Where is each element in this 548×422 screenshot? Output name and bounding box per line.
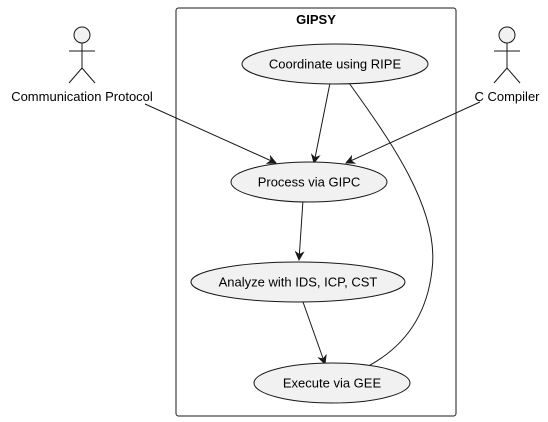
use-case-ellipse[interactable] [241, 43, 429, 85]
use-case-label-process: Process via GIPC [258, 175, 361, 190]
edge-coordinate-to-process [310, 82, 331, 164]
actor-label-communication-protocol: Communication Protocol [11, 89, 153, 104]
use-case-label-analyze: Analyze with IDS, ICP, CST [219, 275, 378, 290]
edge-communication-to-process [144, 103, 277, 164]
stick-figure-icon [68, 26, 96, 84]
edge-coordinate-to-execute [348, 82, 434, 373]
use-case-coordinate[interactable]: Coordinate using RIPE [241, 43, 429, 85]
edge-analyze-to-execute [302, 301, 327, 365]
use-case-label-execute: Execute via GEE [283, 376, 382, 391]
actor-c-compiler: C Compiler [474, 26, 540, 104]
actor-communication-protocol: Communication Protocol [11, 26, 153, 104]
use-case-label-coordinate: Coordinate using RIPE [269, 57, 402, 72]
system-title: GIPSY [296, 12, 336, 27]
stick-figure-icon [493, 26, 521, 84]
edge-process-to-analyze [294, 199, 305, 261]
use-case-ellipse[interactable] [253, 362, 411, 404]
use-case-analyze[interactable]: Analyze with IDS, ICP, CST [190, 261, 406, 303]
actor-label-c-compiler: C Compiler [474, 89, 540, 104]
system-boundary-box [175, 7, 457, 417]
use-case-process[interactable]: Process via GIPC [230, 161, 388, 203]
relations [144, 82, 481, 373]
use-case-ellipse[interactable] [230, 161, 388, 203]
use-case-ellipse[interactable] [190, 261, 406, 303]
system-boundary: GIPSY [175, 7, 457, 417]
use-case-execute[interactable]: Execute via GEE [253, 362, 411, 404]
edge-compiler-to-process [345, 101, 481, 164]
